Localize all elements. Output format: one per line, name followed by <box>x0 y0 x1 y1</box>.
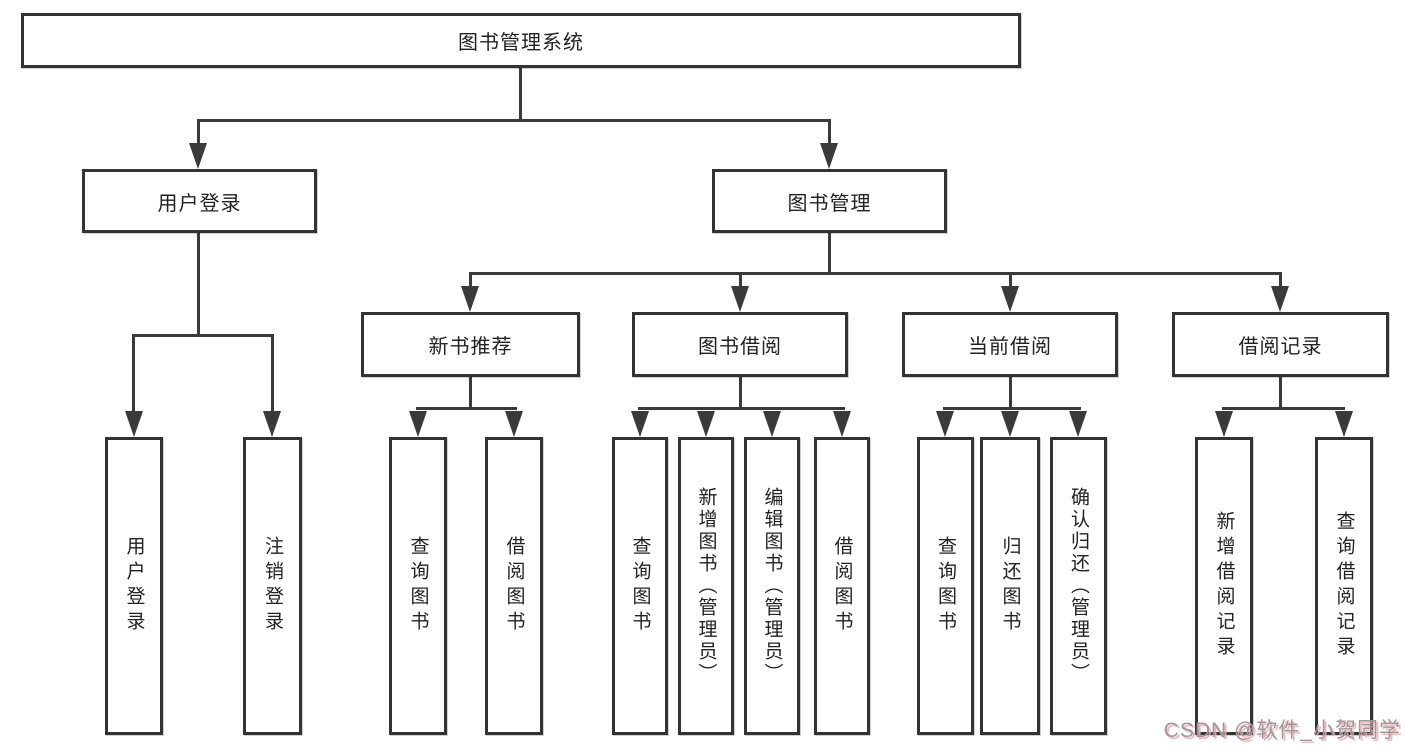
arrowhead-icon <box>461 286 479 312</box>
connector-line <box>1009 272 1012 292</box>
connector-line <box>943 407 1081 410</box>
leaf-label: 用户登录 <box>123 536 145 636</box>
leaf-label: 查询图书 <box>407 536 429 636</box>
connector-line <box>132 334 135 416</box>
connector-line <box>828 233 831 275</box>
leaf-label: 查询图书 <box>935 536 956 636</box>
arrowhead-icon <box>731 286 749 312</box>
connector-line <box>638 407 845 410</box>
leaf-label: 编辑图书（管理员） <box>761 487 783 685</box>
arrowhead-icon <box>505 411 523 437</box>
node-user-login-label: 用户登录 <box>157 192 242 215</box>
leaf-query-books: 查询图书 <box>917 437 974 735</box>
connector-line <box>416 407 517 410</box>
node-label: 图书借阅 <box>698 336 782 358</box>
connector-line <box>197 119 831 122</box>
node-label: 借阅记录 <box>1238 336 1323 358</box>
leaf-query-books: 查询图书 <box>389 437 447 735</box>
node-book-management-label: 图书管理 <box>787 192 872 215</box>
connector-line <box>1279 272 1282 292</box>
arrowhead-icon <box>1069 411 1087 437</box>
leaf-logout: 注销登录 <box>243 437 302 735</box>
leaf-add-borrow-record: 新增借阅记录 <box>1195 437 1253 735</box>
connector-line <box>469 272 1282 275</box>
arrowhead-icon <box>1335 411 1353 437</box>
connector-line <box>1222 407 1345 410</box>
node-current-borrow: 当前借阅 <box>902 312 1118 377</box>
leaf-label: 查询图书 <box>629 536 651 636</box>
arrowhead-icon <box>820 143 838 169</box>
leaf-label: 借阅图书 <box>503 536 525 636</box>
node-root: 图书管理系统 <box>21 13 1021 68</box>
connector-line <box>739 377 742 410</box>
leaf-confirm-return-admin: 确认归还（管理员） <box>1050 437 1107 735</box>
leaf-label: 新增借阅记录 <box>1213 511 1235 661</box>
leaf-label: 查询借阅记录 <box>1333 511 1355 661</box>
node-borrow-records: 借阅记录 <box>1172 312 1389 377</box>
leaf-return-books: 归还图书 <box>980 437 1040 735</box>
connector-line <box>469 377 472 410</box>
connector-line <box>1279 377 1282 410</box>
connector-line <box>739 272 742 292</box>
connector-line <box>271 334 274 416</box>
leaf-label: 归还图书 <box>999 536 1021 636</box>
arrowhead-icon <box>631 411 649 437</box>
leaf-borrow-books: 借阅图书 <box>814 437 870 735</box>
connector-line <box>828 119 831 149</box>
arrowhead-icon <box>189 143 207 169</box>
node-book-management: 图书管理 <box>712 169 947 233</box>
leaf-add-books-admin: 新增图书（管理员） <box>678 437 734 735</box>
node-book-borrow: 图书借阅 <box>632 312 848 377</box>
leaf-user-login: 用户登录 <box>105 437 163 735</box>
node-label: 当前借阅 <box>968 336 1052 358</box>
arrowhead-icon <box>125 411 143 437</box>
connector-line <box>519 67 522 122</box>
connector-line <box>197 119 200 149</box>
leaf-label: 借阅图书 <box>831 536 853 636</box>
arrowhead-icon <box>1001 411 1019 437</box>
leaf-edit-books-admin: 编辑图书（管理员） <box>744 437 800 735</box>
arrowhead-icon <box>263 411 281 437</box>
connector-line <box>197 233 200 337</box>
arrowhead-icon <box>1215 411 1233 437</box>
leaf-label: 确认归还（管理员） <box>1068 487 1089 685</box>
leaf-borrow-books: 借阅图书 <box>485 437 543 735</box>
leaf-label: 新增图书（管理员） <box>695 487 717 685</box>
node-new-book-recommend: 新书推荐 <box>361 312 580 377</box>
arrowhead-icon <box>409 411 427 437</box>
connector-line <box>132 334 274 337</box>
arrowhead-icon <box>697 411 715 437</box>
leaf-label: 注销登录 <box>262 536 283 636</box>
connector-line <box>1009 377 1012 410</box>
arrowhead-icon <box>936 411 954 437</box>
csdn-watermark: CSDN @软件_小贺同学 <box>1163 719 1401 742</box>
connector-line <box>469 272 472 292</box>
node-root-label: 图书管理系统 <box>458 32 584 54</box>
arrowhead-icon <box>763 411 781 437</box>
arrowhead-icon <box>1271 286 1289 312</box>
arrowhead-icon <box>833 411 851 437</box>
node-label: 新书推荐 <box>428 336 513 358</box>
leaf-query-books: 查询图书 <box>612 437 668 735</box>
arrowhead-icon <box>1001 286 1019 312</box>
leaf-query-borrow-record: 查询借阅记录 <box>1315 437 1373 735</box>
node-user-login: 用户登录 <box>82 169 317 233</box>
